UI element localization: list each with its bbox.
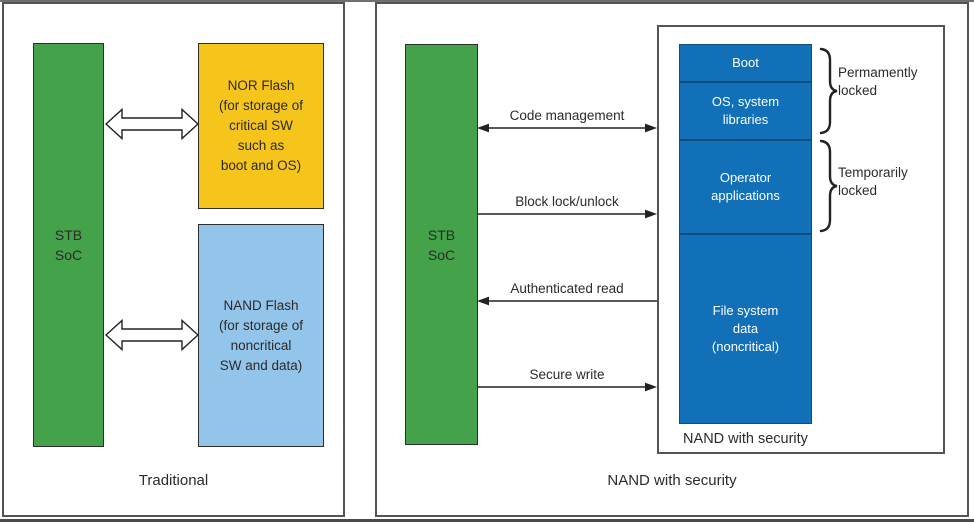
brace-label-line: Permamently: [838, 65, 918, 80]
brace-label-line: Temporarily: [838, 165, 908, 180]
section-label-line: OS, system: [711, 94, 780, 109]
stb-soc-label-line: STB: [427, 226, 456, 243]
nor-flash-label-line: critical SW: [229, 118, 293, 133]
stack-section-boot: Boot: [680, 45, 811, 81]
arrow-label-secure-write: Secure write: [529, 367, 605, 382]
nand-flash-label-line: (for storage of: [218, 317, 304, 333]
section-label-line: File system: [712, 303, 779, 318]
panel-caption-nand-with-security: NAND with security: [607, 472, 737, 489]
brace-label-line: locked: [838, 83, 878, 98]
nor-flash-label-line: (for storage of: [218, 98, 304, 113]
stack-section-file-system: File system data (noncritical): [680, 233, 811, 423]
nand-flash-label-line: NAND Flash: [223, 297, 299, 313]
figure-top-rule: [0, 0, 974, 2]
stb-soc-box: STB SoC: [405, 44, 478, 445]
bidirectional-block-arrow-nor-icon: [105, 107, 199, 141]
stack-section-operator-apps: Operator applications: [680, 139, 811, 233]
stb-soc-label-line: SoC: [54, 247, 83, 263]
section-label-line: applications: [711, 188, 780, 203]
nor-flash-box: NOR Flash (for storage of critical SW su…: [198, 43, 324, 209]
nand-flash-label-line: SW and data): [219, 357, 303, 373]
nor-flash-label-line: NOR Flash: [227, 78, 295, 93]
stack-section-os: OS, system libraries: [680, 81, 811, 139]
panel-traditional: STB SoC NOR Flash (for storage of critic…: [2, 2, 345, 517]
permanently-locked-label: Permamently locked: [838, 64, 918, 100]
section-label-line: (noncritical): [711, 339, 780, 354]
stb-soc-label-line: SoC: [427, 246, 456, 263]
right-arrow-icon: [477, 209, 657, 219]
nand-flash-box: NAND Flash (for storage of noncritical S…: [198, 224, 324, 447]
nand-with-security-inner-label: NAND with security: [683, 431, 808, 447]
arrow-label-code-management: Code management: [509, 108, 625, 123]
brace-temporarily-locked-icon: [819, 139, 838, 233]
panel-nand-with-security: STB SoC Boot OS, system libraries Operat…: [375, 2, 969, 517]
nor-flash-label-line: boot and OS): [220, 158, 302, 173]
arrow-label-block-lock-unlock: Block lock/unlock: [515, 194, 619, 209]
left-arrow-icon: [477, 296, 657, 306]
nand-flash-label-line: noncritical: [230, 337, 292, 353]
section-label-line: Boot: [732, 55, 759, 70]
nor-flash-label-line: such as: [237, 138, 285, 153]
stb-soc-box: STB SoC: [33, 43, 104, 447]
nand-memory-stack: Boot OS, system libraries Operator appli…: [679, 44, 812, 424]
section-label-line: libraries: [722, 112, 769, 127]
brace-label-line: locked: [838, 183, 878, 198]
bidirectional-block-arrow-nand-icon: [105, 318, 199, 352]
temporarily-locked-label: Temporarily locked: [838, 164, 908, 200]
arrow-label-authenticated-read: Authenticated read: [510, 281, 624, 296]
figure-bottom-rule: [0, 519, 974, 522]
section-label-line: Operator: [719, 170, 772, 185]
double-headed-arrow-icon: [477, 123, 657, 133]
stb-soc-label-line: STB: [54, 227, 83, 243]
section-label-line: data: [732, 321, 759, 336]
right-arrow-icon: [477, 382, 657, 392]
panel-caption-traditional: Traditional: [138, 472, 209, 489]
brace-permanently-locked-icon: [819, 47, 838, 135]
